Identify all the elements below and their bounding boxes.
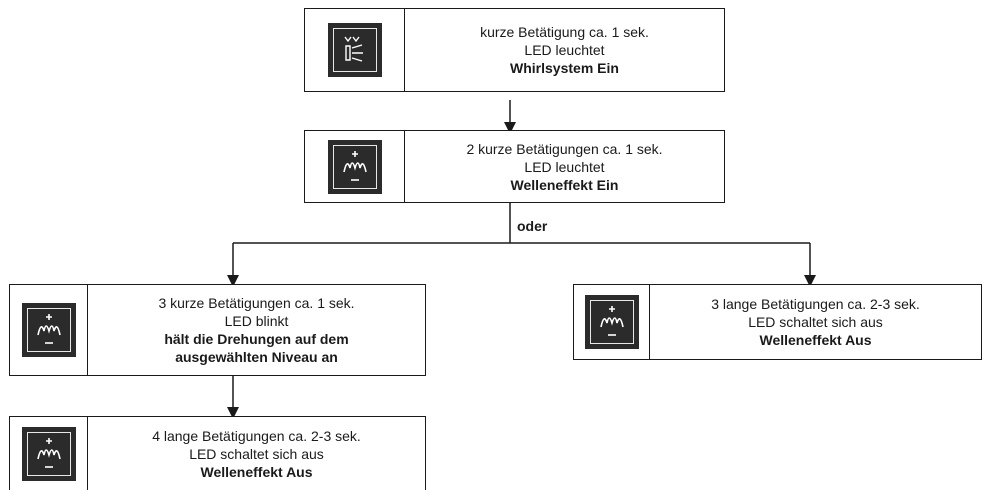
step-result: Welleneffekt Aus — [759, 332, 872, 348]
branch-label: oder — [517, 218, 548, 234]
wave-plus-minus-icon — [21, 303, 76, 357]
step-result-2: ausgewählten Niveau an — [175, 349, 338, 365]
wave-plus-minus-icon — [584, 295, 639, 349]
step-line-2: LED schaltet sich aus — [748, 314, 883, 330]
step-result: Welleneffekt Aus — [200, 463, 313, 480]
step-welleneffekt-aus-lang4: 4 lange Betätigungen ca. 2-3 sek. LED sc… — [9, 416, 426, 490]
step-line-1: 3 kurze Betätigungen ca. 1 sek. — [158, 295, 355, 311]
step-line-2: LED leuchtet — [524, 42, 605, 58]
whirl-jets-icon — [327, 23, 382, 77]
step-line-2: LED schaltet sich aus — [189, 445, 324, 462]
step-whirlsystem-ein: kurze Betätigung ca. 1 sek. LED leuchtet… — [304, 8, 725, 92]
step-result: Welleneffekt Ein — [510, 176, 619, 193]
step-line-1: 4 lange Betätigungen ca. 2-3 sek. — [152, 427, 361, 444]
wave-plus-minus-icon — [327, 139, 382, 194]
step-result: Whirlsystem Ein — [510, 60, 619, 76]
wave-plus-minus-icon — [21, 426, 76, 481]
step-line-1: 3 lange Betätigungen ca. 2-3 sek. — [711, 296, 920, 312]
step-welleneffekt-ein: 2 kurze Betätigungen ca. 1 sek. LED leuc… — [304, 130, 725, 203]
step-line-1: 2 kurze Betätigungen ca. 1 sek. — [466, 140, 663, 157]
step-result: hält die Drehungen auf dem — [164, 331, 349, 347]
step-line-1: kurze Betätigung ca. 1 sek. — [480, 24, 649, 40]
step-drehungen-halten: 3 kurze Betätigungen ca. 1 sek. LED blin… — [9, 284, 426, 376]
step-line-2: LED leuchtet — [524, 158, 605, 175]
step-line-2: LED blinkt — [224, 313, 289, 329]
step-welleneffekt-aus-lang3: 3 lange Betätigungen ca. 2-3 sek. LED sc… — [573, 284, 982, 360]
